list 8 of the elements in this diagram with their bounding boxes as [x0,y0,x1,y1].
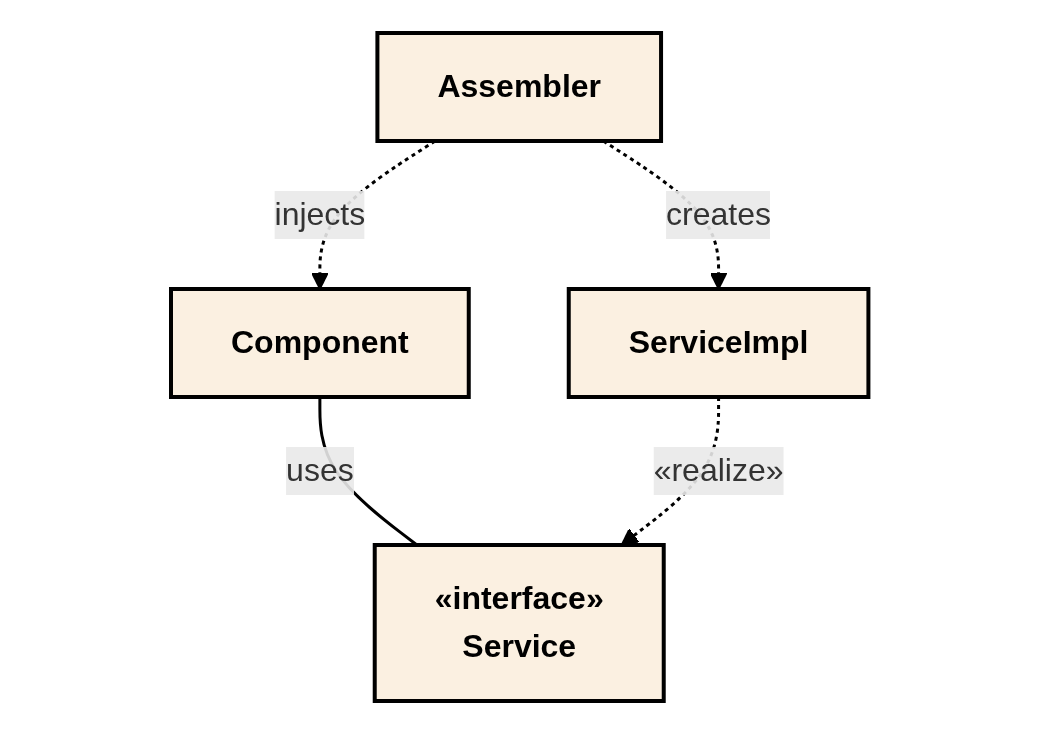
node-box: Assembler [375,31,664,143]
edge-label: uses [286,453,354,487]
node-box: «interface» Service [373,543,666,703]
edge-label: creates [666,197,772,231]
node-box: Component [169,287,472,399]
edge-label: injects [274,197,366,231]
edge-label: «realize» [653,453,784,487]
node-box: ServiceImpl [567,287,871,399]
